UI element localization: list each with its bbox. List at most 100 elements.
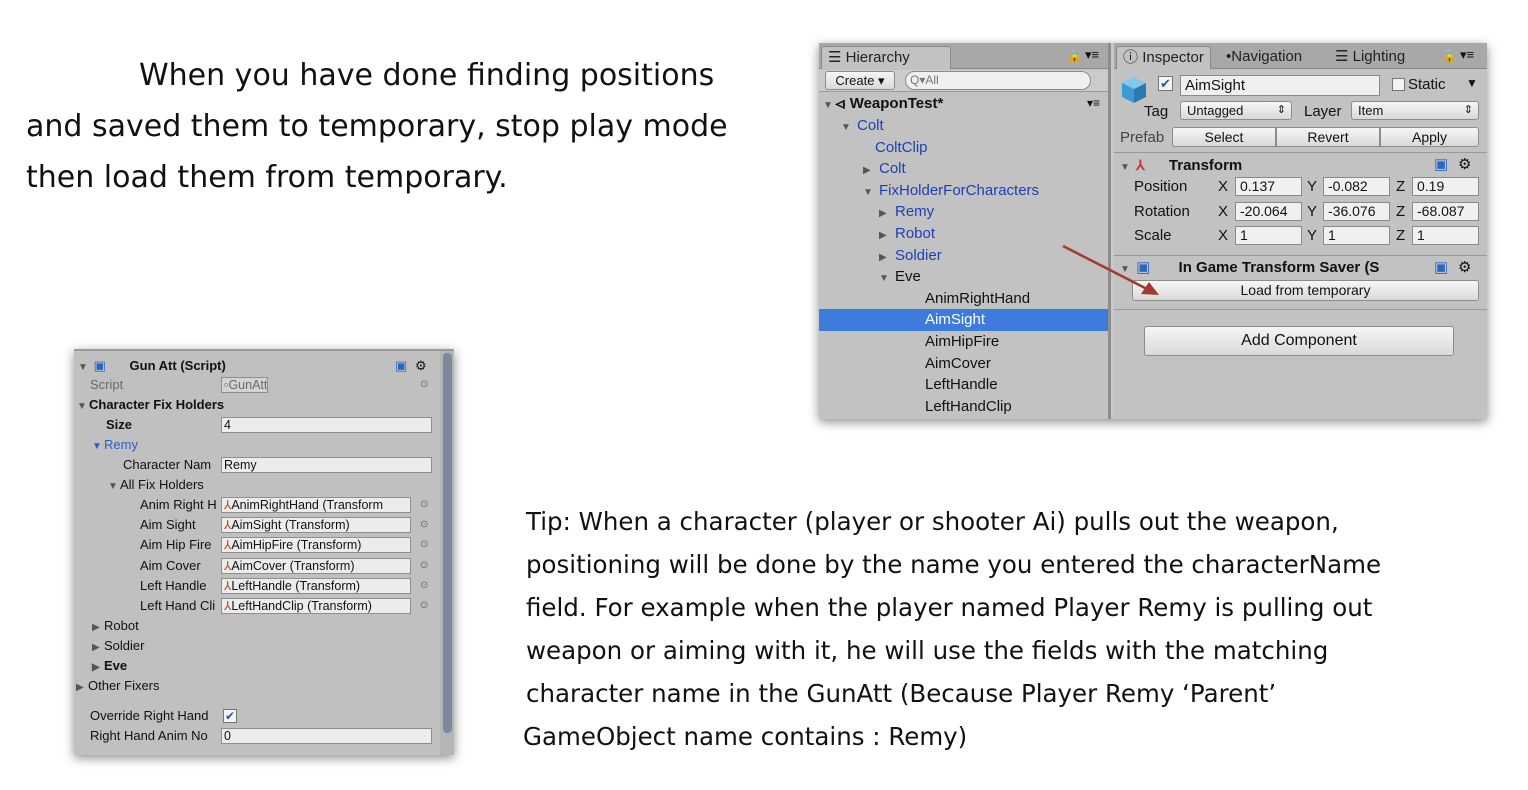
object-picker-icon[interactable]: ⊙ <box>420 379 429 390</box>
hierarchy-item[interactable]: AimHipFire <box>819 331 1108 353</box>
size-field[interactable]: 4 <box>221 417 432 433</box>
transform-rotation-field[interactable]: -68.087 <box>1412 201 1479 221</box>
eve-row[interactable]: ▶Eve <box>92 656 127 676</box>
character-fix-holders-row[interactable]: ▼Character Fix Holders <box>74 395 224 415</box>
hierarchy-item[interactable]: AimCover <box>819 353 1108 375</box>
object-picker-icon[interactable]: ⊙ <box>420 539 429 551</box>
scrollbar[interactable] <box>440 351 454 755</box>
hierarchy-item[interactable]: ▼FixHolderForCharacters <box>819 180 1108 202</box>
tab-inspector[interactable]: ⓘ Inspector <box>1116 46 1211 69</box>
expanded-triangle-icon[interactable]: ▼ <box>823 100 833 111</box>
expanded-triangle-icon[interactable]: ▼ <box>92 441 102 452</box>
hierarchy-item[interactable]: ▶Soldier <box>819 245 1108 267</box>
transform-position-field[interactable]: -0.082 <box>1323 177 1390 196</box>
object-picker-icon[interactable]: ⊙ <box>420 499 429 510</box>
fix-holder-field[interactable]: ⅄AimCover (Transform) <box>221 557 411 574</box>
scene-row[interactable]: ▼⏿ WeaponTest* ▾≡ <box>819 93 1108 115</box>
load-from-temporary-button[interactable]: Load from temporary <box>1132 280 1479 301</box>
collapsed-triangle-icon[interactable]: ▶ <box>92 662 100 673</box>
override-right-hand-checkbox[interactable]: ✔ <box>223 709 237 723</box>
transform-scale-field[interactable]: 1 <box>1412 226 1479 245</box>
expanded-triangle-icon[interactable]: ▼ <box>1120 162 1130 173</box>
hierarchy-search-input[interactable]: Q▾All <box>905 71 1091 90</box>
static-dropdown-arrow-icon[interactable]: ▼ <box>1466 76 1478 90</box>
hierarchy-item[interactable]: AimSight <box>819 309 1108 331</box>
transform-rotation-field[interactable]: -20.064 <box>1235 201 1302 221</box>
character-name-field[interactable]: Remy <box>221 457 432 473</box>
add-component-button[interactable]: Add Component <box>1144 326 1454 356</box>
fix-holder-field[interactable]: ⅄LeftHandle (Transform) <box>221 577 411 594</box>
hierarchy-item[interactable]: ▶Remy <box>819 201 1108 223</box>
collapsed-triangle-icon[interactable]: ▶ <box>863 165 871 177</box>
hierarchy-item[interactable]: LeftHandClip <box>819 396 1108 418</box>
prefab-revert-button[interactable]: Revert <box>1276 127 1380 147</box>
prefab-select-button[interactable]: Select <box>1172 127 1276 147</box>
expanded-triangle-icon[interactable]: ▼ <box>108 481 118 492</box>
help-book-icon[interactable]: ▣ <box>1434 259 1449 276</box>
expanded-triangle-icon[interactable]: ▼ <box>77 401 87 412</box>
prefab-apply-button[interactable]: Apply <box>1380 127 1479 147</box>
saver-header[interactable]: ▼ ▣ In Game Transform Saver (S ▣ ⚙ <box>1114 255 1487 279</box>
lock-icon[interactable]: 🔒 <box>1067 49 1082 63</box>
object-picker-icon[interactable]: ⊙ <box>420 579 429 591</box>
panel-menu-icon[interactable]: ▾≡ <box>1460 47 1475 62</box>
hierarchy-item[interactable]: ▶Colt <box>819 158 1108 180</box>
object-name-field[interactable]: AimSight <box>1180 75 1380 96</box>
layer-dropdown[interactable]: Item⇕ <box>1351 101 1479 120</box>
hierarchy-item[interactable]: ▼Colt <box>819 115 1108 137</box>
tab-hierarchy[interactable]: ☰ Hierarchy <box>821 46 951 69</box>
expanded-triangle-icon[interactable]: ▼ <box>879 273 889 285</box>
collapsed-triangle-icon[interactable]: ▶ <box>879 251 887 263</box>
fix-holder-field[interactable]: ⅄AimSight (Transform) <box>221 517 411 534</box>
hierarchy-item[interactable]: ColtClip <box>819 137 1108 159</box>
gear-icon[interactable]: ⚙ <box>415 358 427 373</box>
hierarchy-item[interactable]: ▶Robot <box>819 223 1108 245</box>
help-book-icon[interactable]: ▣ <box>1434 156 1449 173</box>
collapsed-triangle-icon[interactable]: ▶ <box>92 642 100 653</box>
active-checkbox[interactable]: ✔ <box>1158 76 1173 91</box>
panel-menu-icon[interactable]: ▾≡ <box>1085 47 1100 62</box>
robot-row[interactable]: ▶Robot <box>92 616 139 636</box>
other-fixers-row[interactable]: ▶Other Fixers <box>76 676 160 696</box>
hierarchy-item[interactable]: ▼Eve <box>819 266 1108 288</box>
scene-menu-icon[interactable]: ▾≡ <box>1086 96 1100 110</box>
transform-scale-field[interactable]: 1 <box>1235 226 1302 245</box>
fix-holder-field[interactable]: ⅄AnimRightHand (Transform <box>221 497 411 513</box>
collapsed-triangle-icon[interactable]: ▶ <box>879 208 887 220</box>
transform-position-field[interactable]: 0.137 <box>1235 177 1302 196</box>
tab-navigation[interactable]: •Navigation <box>1226 48 1303 65</box>
gun-att-header[interactable]: ▼ ▣ Gun Att (Script) ▣ ⚙ <box>74 356 427 376</box>
collapsed-triangle-icon[interactable]: ▶ <box>92 622 100 633</box>
gear-icon[interactable]: ⚙ <box>1458 259 1472 276</box>
collapsed-triangle-icon[interactable]: ▶ <box>76 682 84 693</box>
static-checkbox[interactable] <box>1392 78 1405 91</box>
expanded-triangle-icon[interactable]: ▼ <box>841 122 851 133</box>
remy-row[interactable]: ▼Remy <box>92 435 138 455</box>
help-book-icon[interactable]: ▣ <box>395 358 408 373</box>
collapsed-triangle-icon[interactable]: ▶ <box>879 230 887 241</box>
transform-position-field[interactable]: 0.19 <box>1412 177 1479 196</box>
expanded-triangle-icon[interactable]: ▼ <box>1120 264 1130 275</box>
lock-icon[interactable]: 🔒 <box>1442 49 1457 63</box>
transform-rotation-field[interactable]: -36.076 <box>1323 201 1390 221</box>
object-picker-icon[interactable]: ⊙ <box>420 519 429 531</box>
script-field[interactable]: ▫GunAtt <box>221 377 269 393</box>
tab-lighting[interactable]: ☰ Lighting <box>1329 46 1411 69</box>
object-picker-icon[interactable]: ⊙ <box>420 600 429 611</box>
all-fix-holders-row[interactable]: ▼All Fix Holders <box>108 475 204 495</box>
expanded-triangle-icon[interactable]: ▼ <box>863 186 873 198</box>
transform-scale-field[interactable]: 1 <box>1323 226 1390 245</box>
tag-dropdown[interactable]: Untagged⇕ <box>1180 101 1292 120</box>
gear-icon[interactable]: ⚙ <box>1458 156 1472 173</box>
right-hand-anim-no-field[interactable]: 0 <box>221 728 432 744</box>
expanded-triangle-icon[interactable]: ▼ <box>78 362 88 373</box>
soldier-row[interactable]: ▶Soldier <box>92 636 144 656</box>
fix-holder-field[interactable]: ⅄LeftHandClip (Transform) <box>221 598 411 614</box>
create-button[interactable]: Create ▾ <box>825 71 895 90</box>
fix-holder-field[interactable]: ⅄AimHipFire (Transform) <box>221 537 411 554</box>
hierarchy-item[interactable]: AnimRightHand <box>819 288 1108 310</box>
hierarchy-item[interactable]: LeftHandle <box>819 374 1108 396</box>
scrollbar-thumb[interactable] <box>443 353 452 733</box>
object-picker-icon[interactable]: ⊙ <box>420 559 429 571</box>
transform-header[interactable]: ▼ ⅄ Transform ▣ ⚙ <box>1114 152 1487 176</box>
